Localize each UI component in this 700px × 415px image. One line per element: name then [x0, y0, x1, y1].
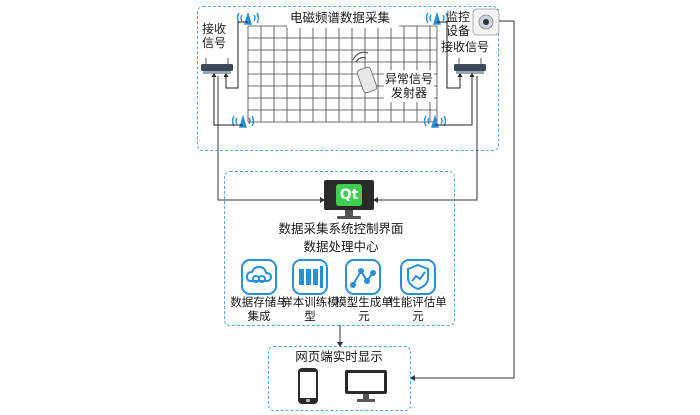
model-icon [345, 259, 381, 295]
right-receiver-icon [454, 58, 486, 74]
acquisition-box [197, 6, 499, 151]
web-display-box [268, 346, 411, 411]
storage-icon [241, 259, 277, 295]
qt-monitor-icon: Qt [324, 180, 374, 220]
control-interface-label: 数据采集系统控制界面 [278, 221, 404, 236]
processing-center-box [224, 171, 455, 326]
emitter-device-icon [352, 51, 378, 94]
acquisition-title: 电磁频谱数据采集 [290, 10, 391, 25]
emitter-label: 异常信号发射器 [385, 72, 434, 100]
evaluation-icon [400, 259, 436, 295]
unit-label-evaluation: 性能评估单元 [389, 295, 447, 323]
left-receiver-icon [201, 58, 233, 74]
qt-logo: Qt [336, 184, 362, 206]
training-icon [292, 259, 328, 295]
monitor-icon [345, 370, 387, 402]
right-receiver-label: 接收信号 [441, 40, 490, 54]
monitor-label: 监控设备 [446, 10, 471, 38]
processing-center-title: 数据处理中心 [303, 239, 379, 254]
unit-label-storage: 数据存储与集成 [230, 295, 288, 323]
camera-icon [472, 8, 500, 36]
web-display-title: 网页端实时显示 [295, 349, 383, 364]
phone-icon [298, 368, 318, 404]
unit-label-model: 模型生成单元 [335, 295, 393, 323]
unit-label-training: 样本训练模型 [281, 295, 339, 323]
left-receiver-label: 接收信号 [202, 22, 227, 50]
